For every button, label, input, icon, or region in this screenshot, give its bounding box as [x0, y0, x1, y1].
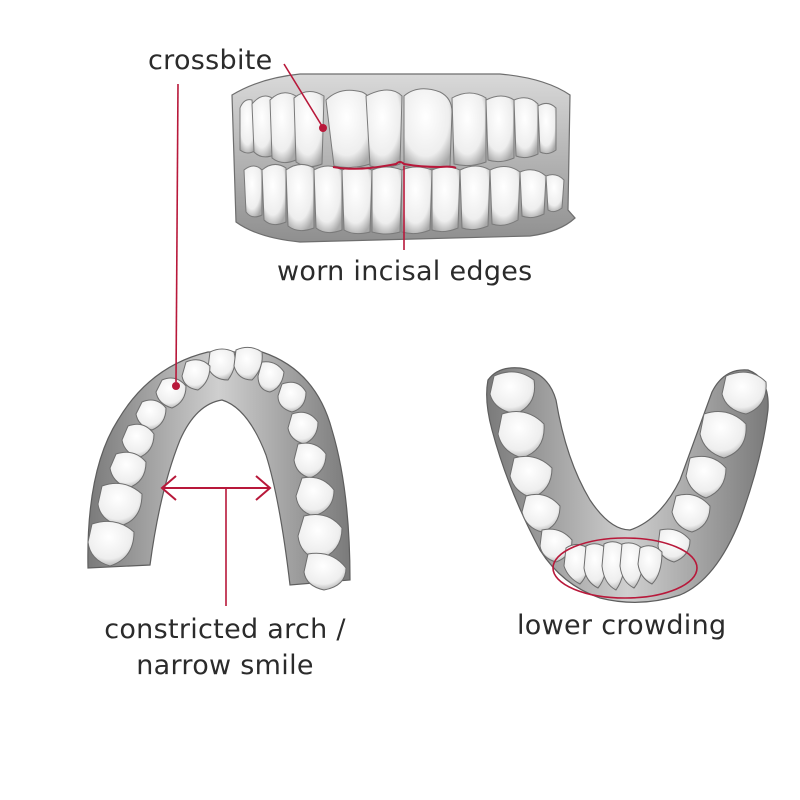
constricted-arch-label: constricted arch / narrow smile: [96, 612, 354, 684]
upper-arch-icon: [87, 346, 351, 591]
worn-edges-highlight: [332, 161, 457, 170]
leader-lines: [175, 63, 405, 606]
crossbite-leader-top: [283, 63, 323, 127]
worn-incisal-edges-label: worn incisal edges: [277, 256, 533, 287]
crowding-highlight: [552, 537, 698, 599]
crossbite-marker: [319, 124, 327, 132]
constricted-arch-label-line2: narrow smile: [136, 650, 314, 681]
arch-crossbite-marker: [172, 382, 180, 390]
lower-arch-icon: [486, 367, 769, 603]
arch-width-arrow: [160, 475, 272, 501]
lower-crowding-label: lower crowding: [517, 610, 727, 641]
front-teeth-view-icon: [231, 73, 576, 243]
crossbite-label: crossbite: [148, 45, 273, 76]
constricted-arch-label-line1: constricted arch /: [104, 614, 346, 645]
crossbite-leader-arch: [175, 83, 179, 383]
